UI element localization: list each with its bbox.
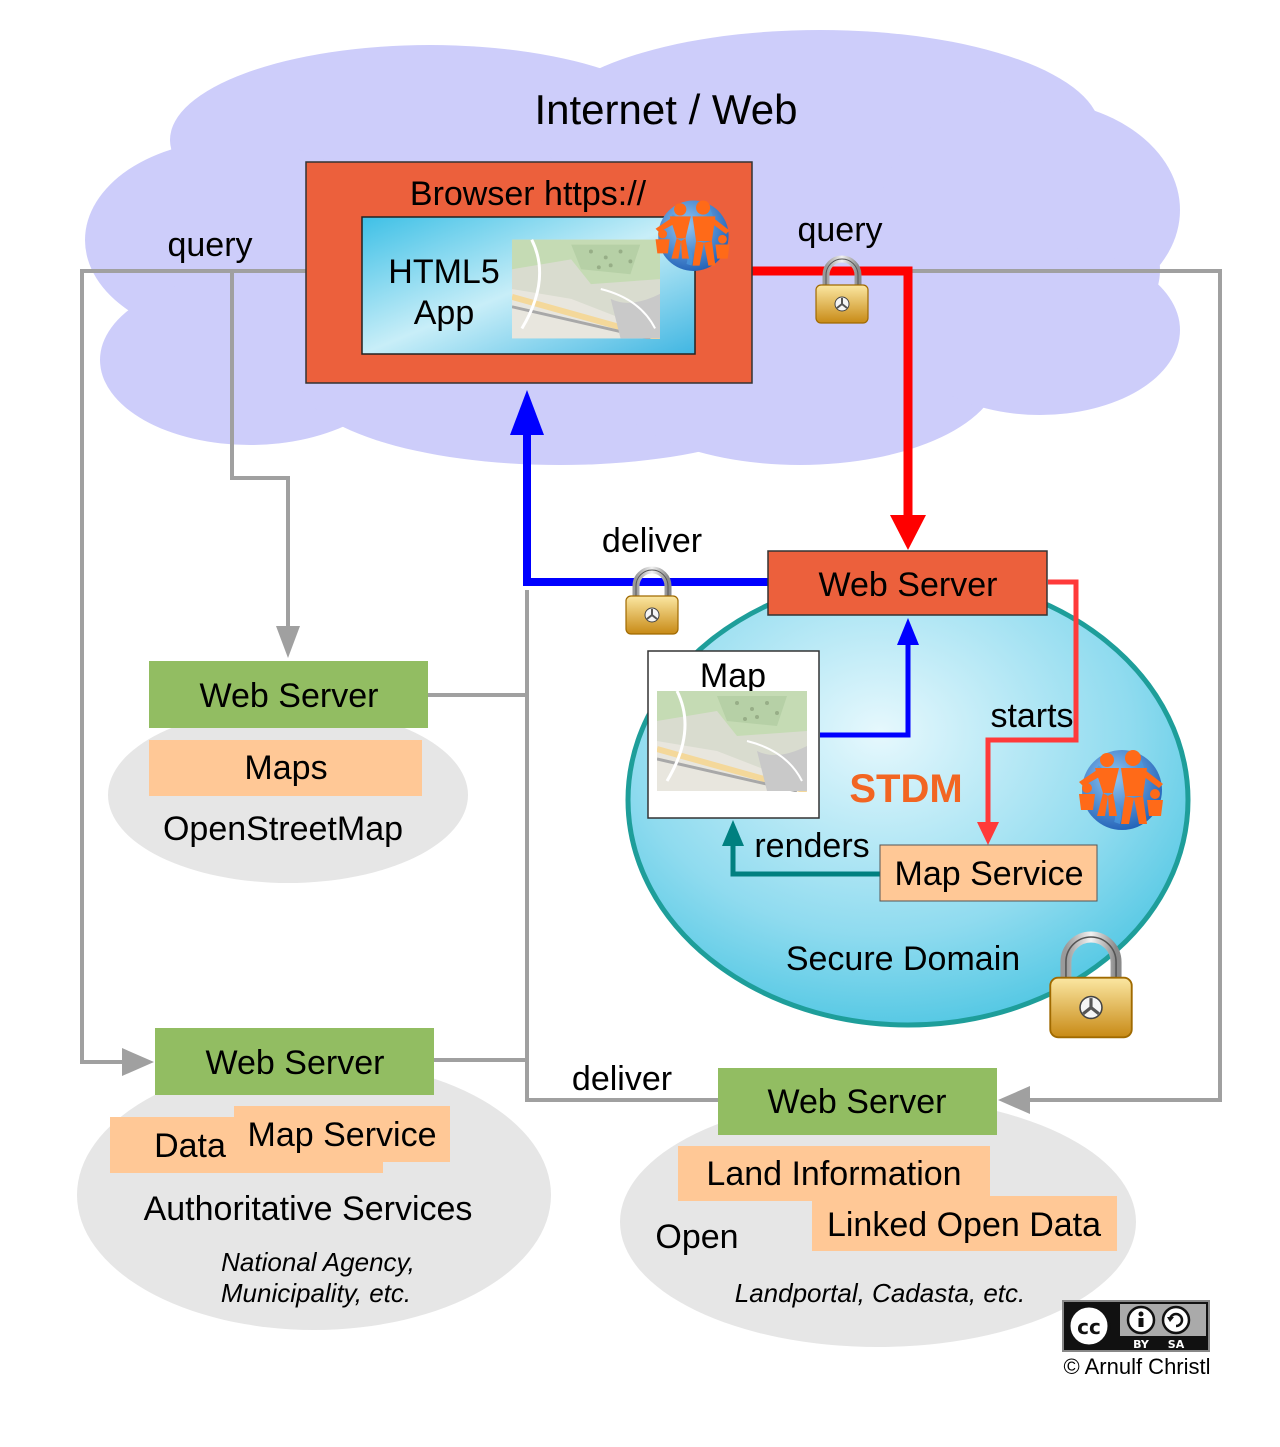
open-land-info-label: Land Information [706,1155,961,1193]
rendered-map-thumbnail [657,691,807,791]
open-query-arrowhead [998,1086,1030,1114]
auth-map-service-box [234,1106,450,1162]
open-linked-data-box [812,1196,1117,1251]
app-map-thumbnail [512,240,660,339]
starts-arrow [985,579,1079,830]
map-service-box [879,844,1098,902]
renders-arrow [730,840,880,877]
osm-maps-box [149,740,422,796]
open-web-server-box [718,1068,997,1135]
query-arrowhead-red [890,515,926,550]
osm-maps-label: Maps [244,749,327,787]
auth-web-server-label: Web Server [206,1044,385,1082]
rendered-map-label: Map [700,657,766,695]
app-line2: App [414,294,475,332]
osm-query-arrowhead [276,626,300,658]
deliver-label-top: deliver [602,522,702,560]
auth-map-service-label: Map Service [248,1116,437,1154]
map-to-server-arrow [820,640,911,738]
starts-arrowhead [977,822,999,845]
osm-web-server-box [149,661,428,728]
secure-web-server-label: Web Server [819,566,998,604]
auth-query-arrowhead [122,1048,154,1076]
app-line1: HTML5 [388,253,499,291]
secure-domain-label: Secure Domain [786,940,1020,978]
map-to-server-arrowhead [897,618,919,645]
deliver-label-bottom: deliver [572,1060,672,1098]
open-linked-data-label: Linked Open Data [827,1206,1101,1244]
renders-arrowhead [722,820,744,846]
deliver-arrow-blue [523,430,768,586]
osm-label: OpenStreetMap [163,810,403,848]
starts-label: starts [990,697,1073,735]
auth-label: Authoritative Services [144,1190,473,1228]
open-label: Open [655,1218,738,1256]
stdm-brand: STDM [849,767,962,811]
map-service-label: Map Service [895,855,1084,893]
query-label-right: query [797,211,882,249]
query-arrow-red [752,266,913,520]
renders-label: renders [754,827,869,865]
by-text: BY [1133,1338,1150,1351]
open-land-info-box [678,1146,990,1201]
cc-text: cc [1077,1315,1101,1339]
cc-by-sa-badge: cc BY SA [1062,1300,1210,1352]
open-web-server-label: Web Server [768,1083,947,1121]
secure-web-server-box [767,550,1048,616]
deliver-arrowhead-blue [510,390,544,435]
osm-web-server-label: Web Server [200,677,379,715]
open-note: Landportal, Cadasta, etc. [735,1278,1026,1308]
browser-title: Browser https:// [410,175,647,213]
auth-note-line2: Municipality, etc. [221,1278,411,1308]
sa-text: SA [1168,1338,1185,1351]
query-label-left: query [167,226,252,264]
copyright-text: © Arnulf Christl [1063,1354,1210,1379]
cloud-title: Internet / Web [534,86,797,133]
auth-data-label: Data [154,1127,226,1165]
auth-web-server-box [155,1028,434,1095]
gray-connectors [80,269,1222,1105]
auth-note-line1: National Agency, [221,1247,415,1277]
